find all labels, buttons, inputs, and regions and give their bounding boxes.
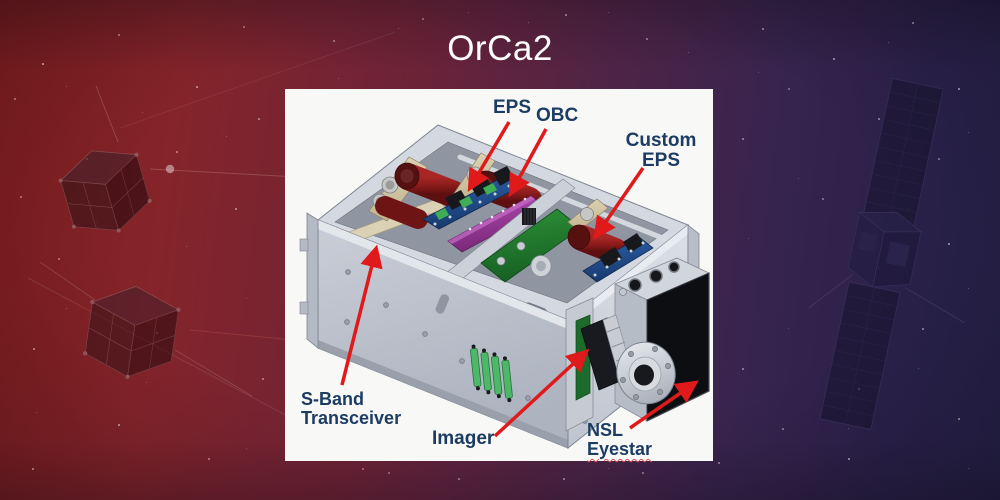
lens-aperture — [634, 364, 654, 386]
antenna-line — [39, 261, 96, 301]
custom-eps-stack — [480, 198, 654, 283]
label-imager: Imager — [432, 428, 495, 449]
cubesat-upper-left — [58, 150, 152, 233]
label-sband-transceiver: S-Band Transceiver — [301, 389, 402, 428]
arrow-nsl-eyestar — [629, 380, 699, 430]
antenna-line — [149, 168, 299, 178]
satellite-cad-render — [299, 121, 710, 450]
rf-connector — [668, 261, 680, 273]
orbit-streak — [27, 277, 311, 429]
pin-header — [522, 208, 536, 225]
callout-arrows — [340, 121, 699, 438]
rf-connector — [649, 269, 663, 283]
arrow-obc — [508, 128, 548, 197]
diagram-card: EPS OBC Custom EPS S-Band Transceiver Im… — [285, 89, 713, 461]
star-field-dim — [0, 0, 1, 1]
antenna-line — [95, 85, 119, 143]
label-custom-eps: Custom EPS — [625, 130, 697, 171]
arrow-eps — [467, 121, 511, 192]
arrow-sband — [340, 244, 383, 386]
page-title: OrCa2 — [447, 29, 553, 68]
label-eps: EPS — [493, 97, 532, 118]
label-obc: OBC — [536, 105, 579, 126]
cubesat-lower-left — [82, 285, 181, 379]
solar-satellite-right — [808, 77, 965, 431]
umbilical-connectors — [470, 344, 513, 403]
label-nsl-eyestar: NSL Eyestar — [587, 420, 653, 459]
antenna-tip-sphere — [165, 164, 175, 174]
arrow-custom-eps — [593, 167, 645, 240]
rf-connector — [628, 278, 642, 292]
arrow-imager — [493, 348, 590, 438]
antenna-line — [174, 349, 253, 397]
